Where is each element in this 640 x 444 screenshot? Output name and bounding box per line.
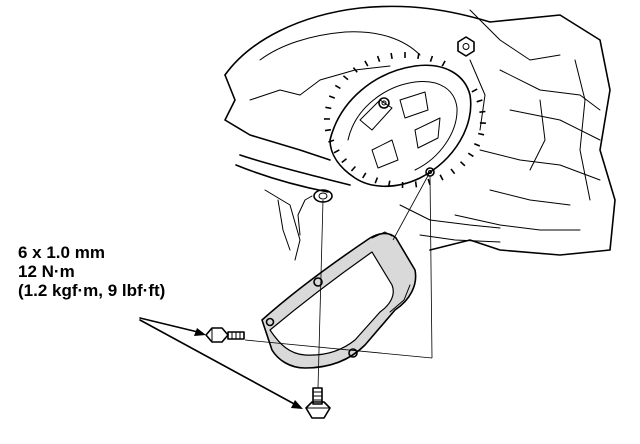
splash-shield [261,231,417,369]
gear-tooth [328,139,335,143]
gear-tooth [479,110,486,113]
torque-spec-callout: 6 x 1.0 mm 12 N·m (1.2 kgf·m, 9 lbf·ft) [18,243,165,300]
block-boss [297,189,333,236]
gear-tooth [471,88,478,93]
engine-block [224,5,616,256]
leader-lines [244,171,433,389]
gear-tooth [414,181,418,188]
gear-tooth [342,75,349,81]
gear-tooth [328,95,336,99]
shield-hole-left [265,317,275,327]
gear-tooth [478,132,485,136]
shield-hole-upper [313,277,323,287]
gear-tooth [374,177,379,184]
gear-tooth [334,84,341,90]
shield-hole-lower [348,348,358,358]
block-rib [264,189,301,261]
block-rib-inner [277,199,291,251]
gear-tooth [325,106,332,110]
gear-tooth [376,55,381,62]
gear-tooth [439,174,444,181]
housing-bolt [457,36,475,57]
gear-tooth [390,52,393,60]
gear-tooth [333,149,340,154]
gear-tooth [459,161,466,167]
gear-tooth [441,60,446,67]
gear-tooth [450,168,456,175]
torque-alt-label: (1.2 kgf·m, 9 lbf·ft) [18,281,166,300]
gear-tooth [352,67,358,73]
bolt-vertical [305,387,331,419]
gear-tooth [341,158,347,164]
gear-tooth [473,142,481,147]
spec-arrows [139,317,303,409]
bolt-size-label: 6 x 1.0 mm [18,243,105,262]
ring-gear-teeth [323,52,486,189]
gear-tooth [350,165,356,172]
drive-plate [323,52,486,189]
gear-tooth [417,52,420,60]
gear-tooth [476,99,483,103]
torque-nm-label: 12 N·m [18,262,75,281]
bolt-horizontal [205,327,245,343]
gear-tooth [324,128,332,132]
gear-tooth [387,180,391,187]
gear-tooth [362,172,367,179]
gear-tooth [467,152,474,158]
gear-tooth [429,55,434,62]
gear-tooth [364,60,369,67]
